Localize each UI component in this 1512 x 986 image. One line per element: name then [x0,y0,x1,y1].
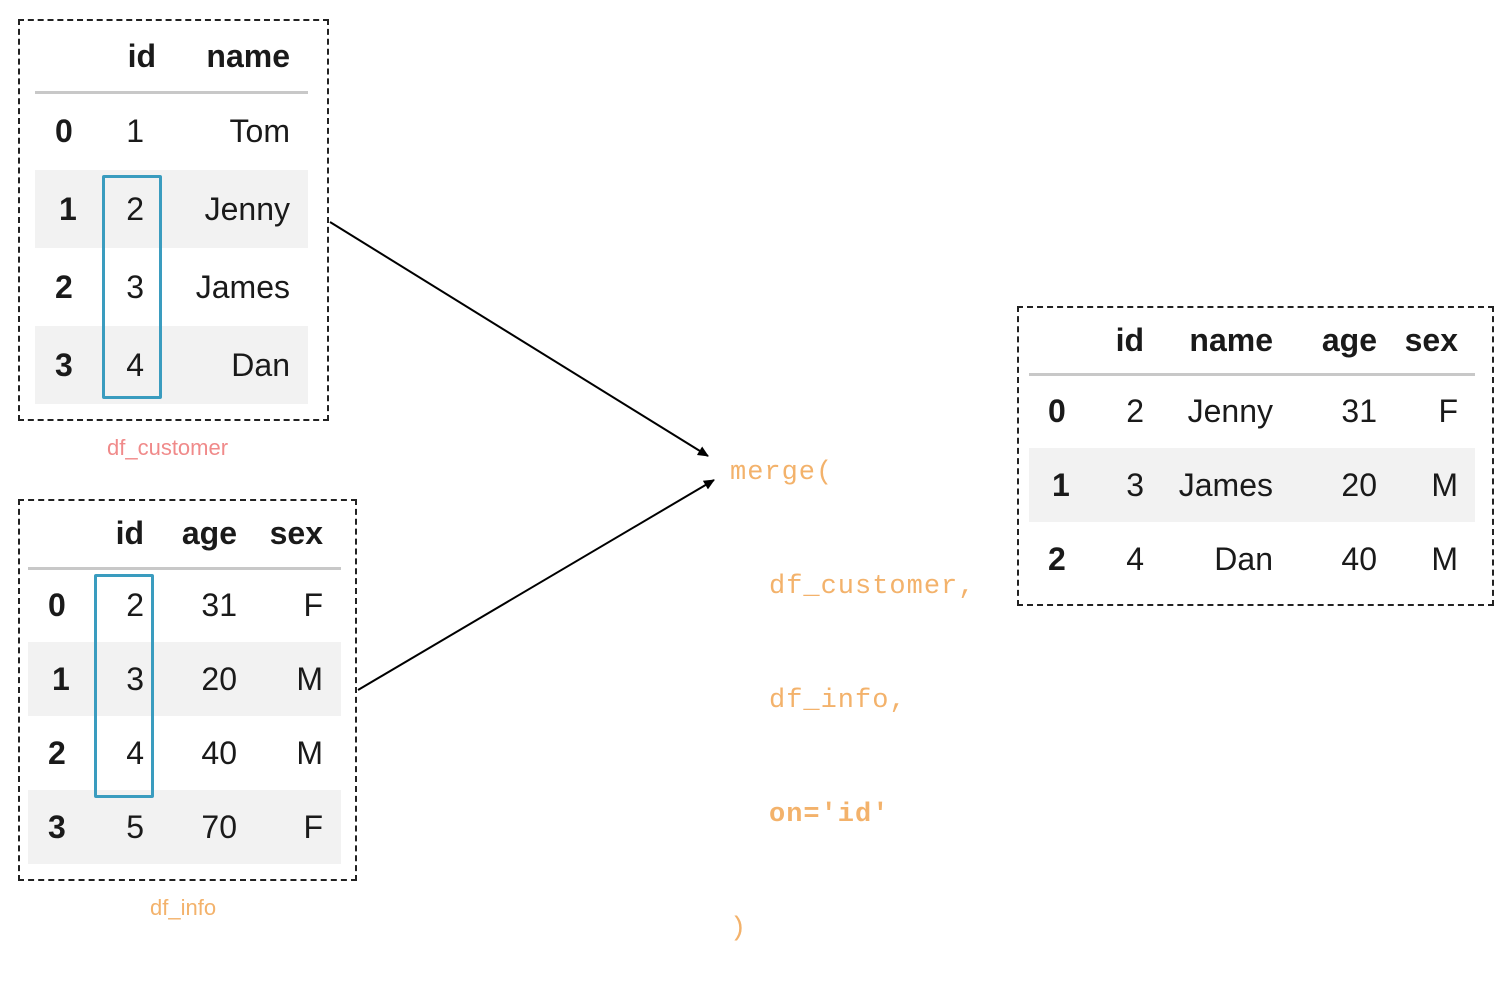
header-row: id name age sex [1029,308,1475,376]
table-row: 1 3 20 M [28,642,341,716]
index-header [35,22,95,94]
row-index: 1 [1052,466,1070,503]
cell-name: James [1178,466,1273,503]
cell-id: 2 [126,190,144,227]
info-id-key-highlight [94,574,154,798]
customer-id-key-highlight [102,175,162,399]
column-header-id: id [95,22,158,94]
cell-sex: F [303,587,323,624]
row-index: 0 [55,113,73,150]
row-index: 2 [55,268,73,305]
cell-id: 4 [126,734,144,771]
column-header-name: name [158,22,308,94]
merge-arrows [329,221,715,691]
table-row: 2 4 40 M [28,716,341,790]
df-info-table: id age sex 0 2 31 F 1 3 20 M 2 4 40 M 3 … [28,500,341,864]
row-index: 1 [59,190,77,227]
code-line-close-paren: ) [730,914,748,944]
cell-sex: M [1431,540,1458,577]
cell-sex: F [1438,393,1458,430]
code-line-df-info: df_info, [769,686,907,716]
df-customer-table: id name 0 1 Tom 1 2 Jenny 2 3 James 3 4 … [35,22,308,404]
row-index: 3 [55,346,73,383]
cell-sex: M [1431,466,1458,503]
table-row: 1 3 James 20 M [1029,448,1475,522]
cell-name: James [195,268,290,305]
column-header-name: name [1144,308,1277,376]
table-row: 2 4 Dan 40 M [1029,522,1475,596]
arrow-from-df-info [357,479,715,691]
cell-name: Dan [231,346,290,383]
cell-name: Dan [1214,540,1273,577]
column-header-sex: sex [1381,308,1475,376]
cell-id: 4 [126,346,144,383]
table-row: 0 1 Tom [35,92,308,170]
row-index: 2 [48,734,66,771]
table-row: 0 2 Jenny 31 F [1029,374,1475,448]
header-row: id name [35,22,308,94]
code-line-merge: merge( [730,458,834,488]
table-row: 2 3 James [35,248,308,326]
table-row: 3 5 70 F [28,790,341,864]
table-row: 1 2 Jenny [35,170,308,248]
row-index: 1 [52,660,70,697]
cell-sex: M [296,734,323,771]
cell-name: Jenny [204,190,290,227]
row-index: 2 [1048,540,1066,577]
result-frame [1017,306,1494,606]
table-row: 0 2 31 F [28,568,341,642]
cell-id: 3 [126,268,144,305]
cell-id: 3 [1126,466,1144,503]
index-header [1029,308,1089,376]
cell-age: 20 [201,660,237,697]
index-header [28,500,88,570]
row-index: 0 [1048,393,1066,430]
header-row: id age sex [28,500,341,570]
cell-id: 4 [1126,540,1144,577]
cell-id: 5 [126,808,144,845]
cell-age: 31 [201,587,237,624]
cell-id: 1 [126,113,144,150]
code-line-on-id: on='id' [769,800,890,830]
row-index: 3 [48,808,66,845]
df-customer-frame [18,19,329,421]
arrow-from-df-customer [329,221,709,457]
cell-age: 20 [1341,466,1377,503]
result-table: id name age sex 0 2 Jenny 31 F 1 3 James… [1029,308,1475,596]
cell-sex: F [303,808,323,845]
cell-name: Jenny [1187,393,1273,430]
cell-id: 3 [126,660,144,697]
column-header-age: age [1277,308,1381,376]
df-customer-caption: df_customer [107,435,229,460]
row-index: 0 [48,587,66,624]
merge-code: merge( df_customer, df_info, on='id' ) [730,378,975,986]
cell-id: 2 [1126,393,1144,430]
cell-age: 40 [1341,540,1377,577]
cell-name: Tom [229,113,290,150]
column-header-id: id [88,500,152,570]
column-header-age: age [152,500,247,570]
column-header-sex: sex [247,500,341,570]
cell-sex: M [296,660,323,697]
code-line-df-customer: df_customer, [769,572,976,602]
column-header-id: id [1089,308,1144,376]
df-info-caption: df_info [150,895,217,920]
cell-age: 40 [201,734,237,771]
cell-age: 31 [1341,393,1377,430]
table-row: 3 4 Dan [35,326,308,404]
cell-age: 70 [201,808,237,845]
cell-id: 2 [126,587,144,624]
